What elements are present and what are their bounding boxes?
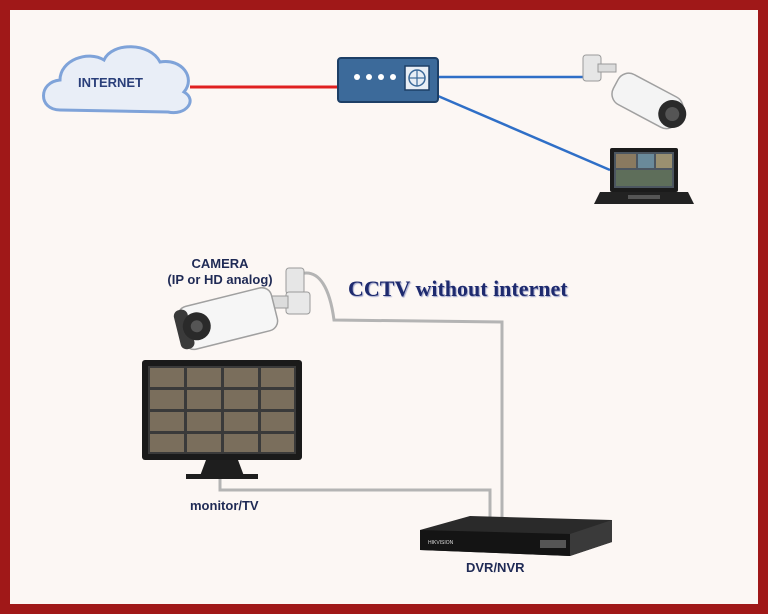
ip-camera-top-icon xyxy=(582,54,687,130)
recorder-brand: HIKVISION xyxy=(428,540,454,546)
bullet-camera-icon xyxy=(173,267,311,351)
monitor-label: monitor/TV xyxy=(190,498,259,513)
camera-label: CAMERA (IP or HD analog) xyxy=(140,256,300,288)
monitor-cable xyxy=(218,476,492,520)
laptop-icon xyxy=(594,148,694,204)
cloud-icon xyxy=(42,45,192,115)
diagram-headline: CCTV without internet xyxy=(348,276,568,301)
camera-cable xyxy=(299,271,504,520)
dvr-nvr-icon xyxy=(420,516,612,556)
router-icon xyxy=(337,57,439,103)
camera-label-line2: (IP or HD analog) xyxy=(167,272,273,287)
camera-label-line1: CAMERA xyxy=(191,256,249,271)
recorder-label: DVR/NVR xyxy=(466,560,525,575)
laptop-link xyxy=(437,94,611,172)
cloud-label: INTERNET xyxy=(78,75,143,90)
monitor-icon xyxy=(142,360,302,479)
